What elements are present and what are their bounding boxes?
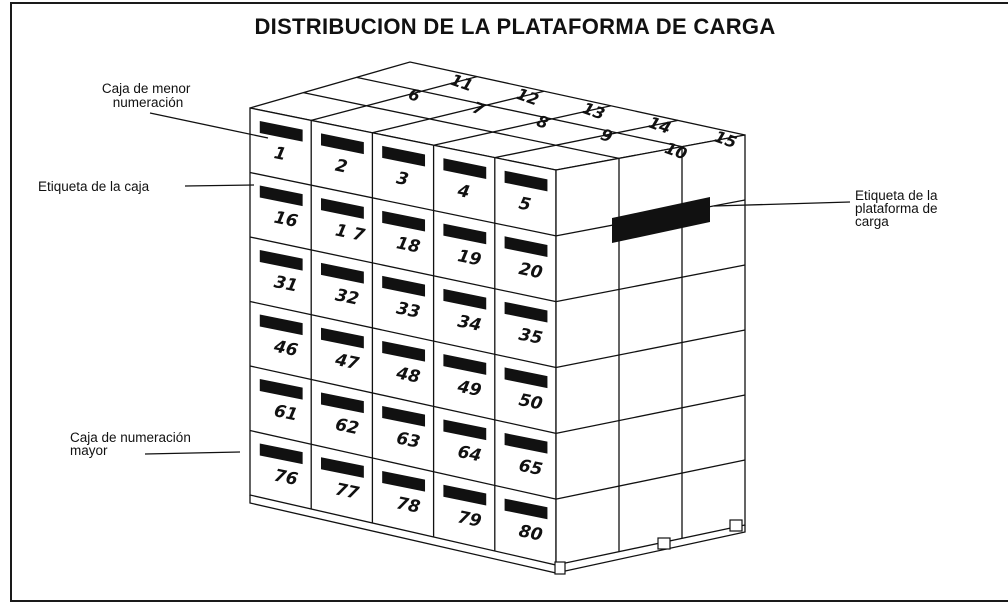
box-label-tag — [443, 158, 487, 179]
pallet-foot — [729, 519, 743, 532]
top-column-divider — [494, 119, 679, 159]
box-label-tag — [382, 210, 426, 232]
top-row-divider — [303, 92, 620, 159]
box-label-tag — [382, 340, 426, 362]
box-label-tag — [382, 275, 426, 297]
box-number: 61 — [272, 401, 299, 425]
top-column-divider — [372, 90, 545, 134]
box-label-tag — [259, 378, 303, 400]
box-label-tag — [504, 170, 548, 192]
box-number: 32 — [333, 285, 360, 309]
pallet-side-face — [555, 134, 746, 566]
box-number: 65 — [517, 456, 544, 480]
front-row-divider — [249, 171, 557, 237]
box-label-tag — [504, 432, 548, 454]
box-label-tag — [320, 262, 364, 284]
box-label-tag — [259, 249, 303, 271]
box-number: 76 — [272, 466, 299, 490]
box-number: 79 — [456, 507, 483, 531]
box-number: 80 — [517, 521, 544, 545]
pallet-base-side — [555, 525, 746, 574]
box-label-tag — [382, 471, 426, 492]
side-row-divider — [555, 459, 746, 500]
box-number: 1 — [272, 143, 288, 165]
box-label-tag — [320, 457, 364, 478]
box-number: 5 — [517, 194, 533, 216]
top-row-divider — [356, 76, 683, 148]
front-row-divider — [249, 236, 557, 303]
callout-highest-box: Caja de numeración mayor — [70, 430, 195, 458]
box-label-tag — [320, 392, 364, 414]
box-number: 34 — [456, 312, 483, 336]
callout-line-pallet-label — [713, 201, 851, 207]
box-number: 33 — [395, 298, 422, 322]
box-label-tag — [504, 367, 548, 389]
box-label-set — [259, 120, 548, 520]
front-row-divider — [249, 300, 557, 369]
pallet-foot — [554, 561, 566, 575]
pallet-foot — [657, 537, 671, 550]
box-number: 2 — [333, 156, 349, 178]
box-number: 47 — [332, 350, 360, 375]
callout-line-box-label — [184, 184, 255, 187]
front-grid-lines — [249, 120, 557, 551]
box-number: 46 — [271, 336, 299, 361]
box-number: 78 — [395, 494, 422, 518]
top-grid-lines — [303, 75, 683, 159]
box-label-tag — [259, 185, 303, 207]
box-number: 62 — [333, 415, 360, 439]
box-label-tag — [443, 223, 487, 245]
box-label-tag — [320, 133, 364, 155]
side-row-divider — [555, 329, 746, 369]
box-label-tag — [382, 405, 426, 427]
box-label-tag — [443, 484, 487, 506]
box-number: 19 — [456, 246, 483, 270]
box-number: 31 — [272, 272, 299, 296]
box-label-tag — [320, 198, 364, 219]
box-number: 48 — [394, 363, 422, 388]
box-label-tag — [504, 301, 548, 323]
box-number: 50 — [517, 390, 544, 414]
box-number: 35 — [517, 325, 544, 349]
box-number: 20 — [517, 259, 544, 283]
box-number: 18 — [395, 233, 422, 257]
box-label-tag — [443, 288, 487, 310]
pallet-label-tag — [612, 197, 710, 243]
box-label-tag — [504, 236, 548, 257]
box-label-tag — [382, 145, 426, 167]
callout-pallet-label: Etiqueta de la plataforma de carga — [855, 188, 941, 229]
page-title: DISTRIBUCION DE LA PLATAFORMA DE CARGA — [254, 14, 776, 39]
box-number: 3 — [395, 168, 411, 190]
box-label-tag — [443, 419, 487, 441]
box-number: 49 — [455, 377, 483, 402]
callout-line-lowest-box — [149, 112, 269, 139]
box-number: 4 — [455, 181, 472, 203]
box-label-tag — [504, 498, 548, 520]
box-number: 64 — [456, 442, 483, 466]
callout-box-label: Etiqueta de la caja — [38, 179, 150, 194]
box-label-tag — [259, 443, 303, 465]
box-number: 16 — [272, 208, 299, 232]
top-column-divider — [311, 75, 478, 122]
callout-lowest-box: Caja de menor numeración — [102, 81, 194, 110]
callout-line-highest-box — [144, 451, 241, 455]
box-label-tag — [259, 314, 303, 336]
side-row-divider — [555, 394, 746, 434]
box-number: 77 — [333, 480, 360, 504]
box-label-tag — [259, 120, 303, 142]
box-label-tag — [320, 327, 364, 349]
box-label-tag — [443, 354, 487, 375]
box-number: 63 — [395, 428, 422, 452]
side-row-divider — [555, 264, 746, 303]
front-row-divider — [249, 365, 557, 434]
front-row-divider — [249, 429, 557, 500]
top-column-divider — [433, 105, 612, 146]
